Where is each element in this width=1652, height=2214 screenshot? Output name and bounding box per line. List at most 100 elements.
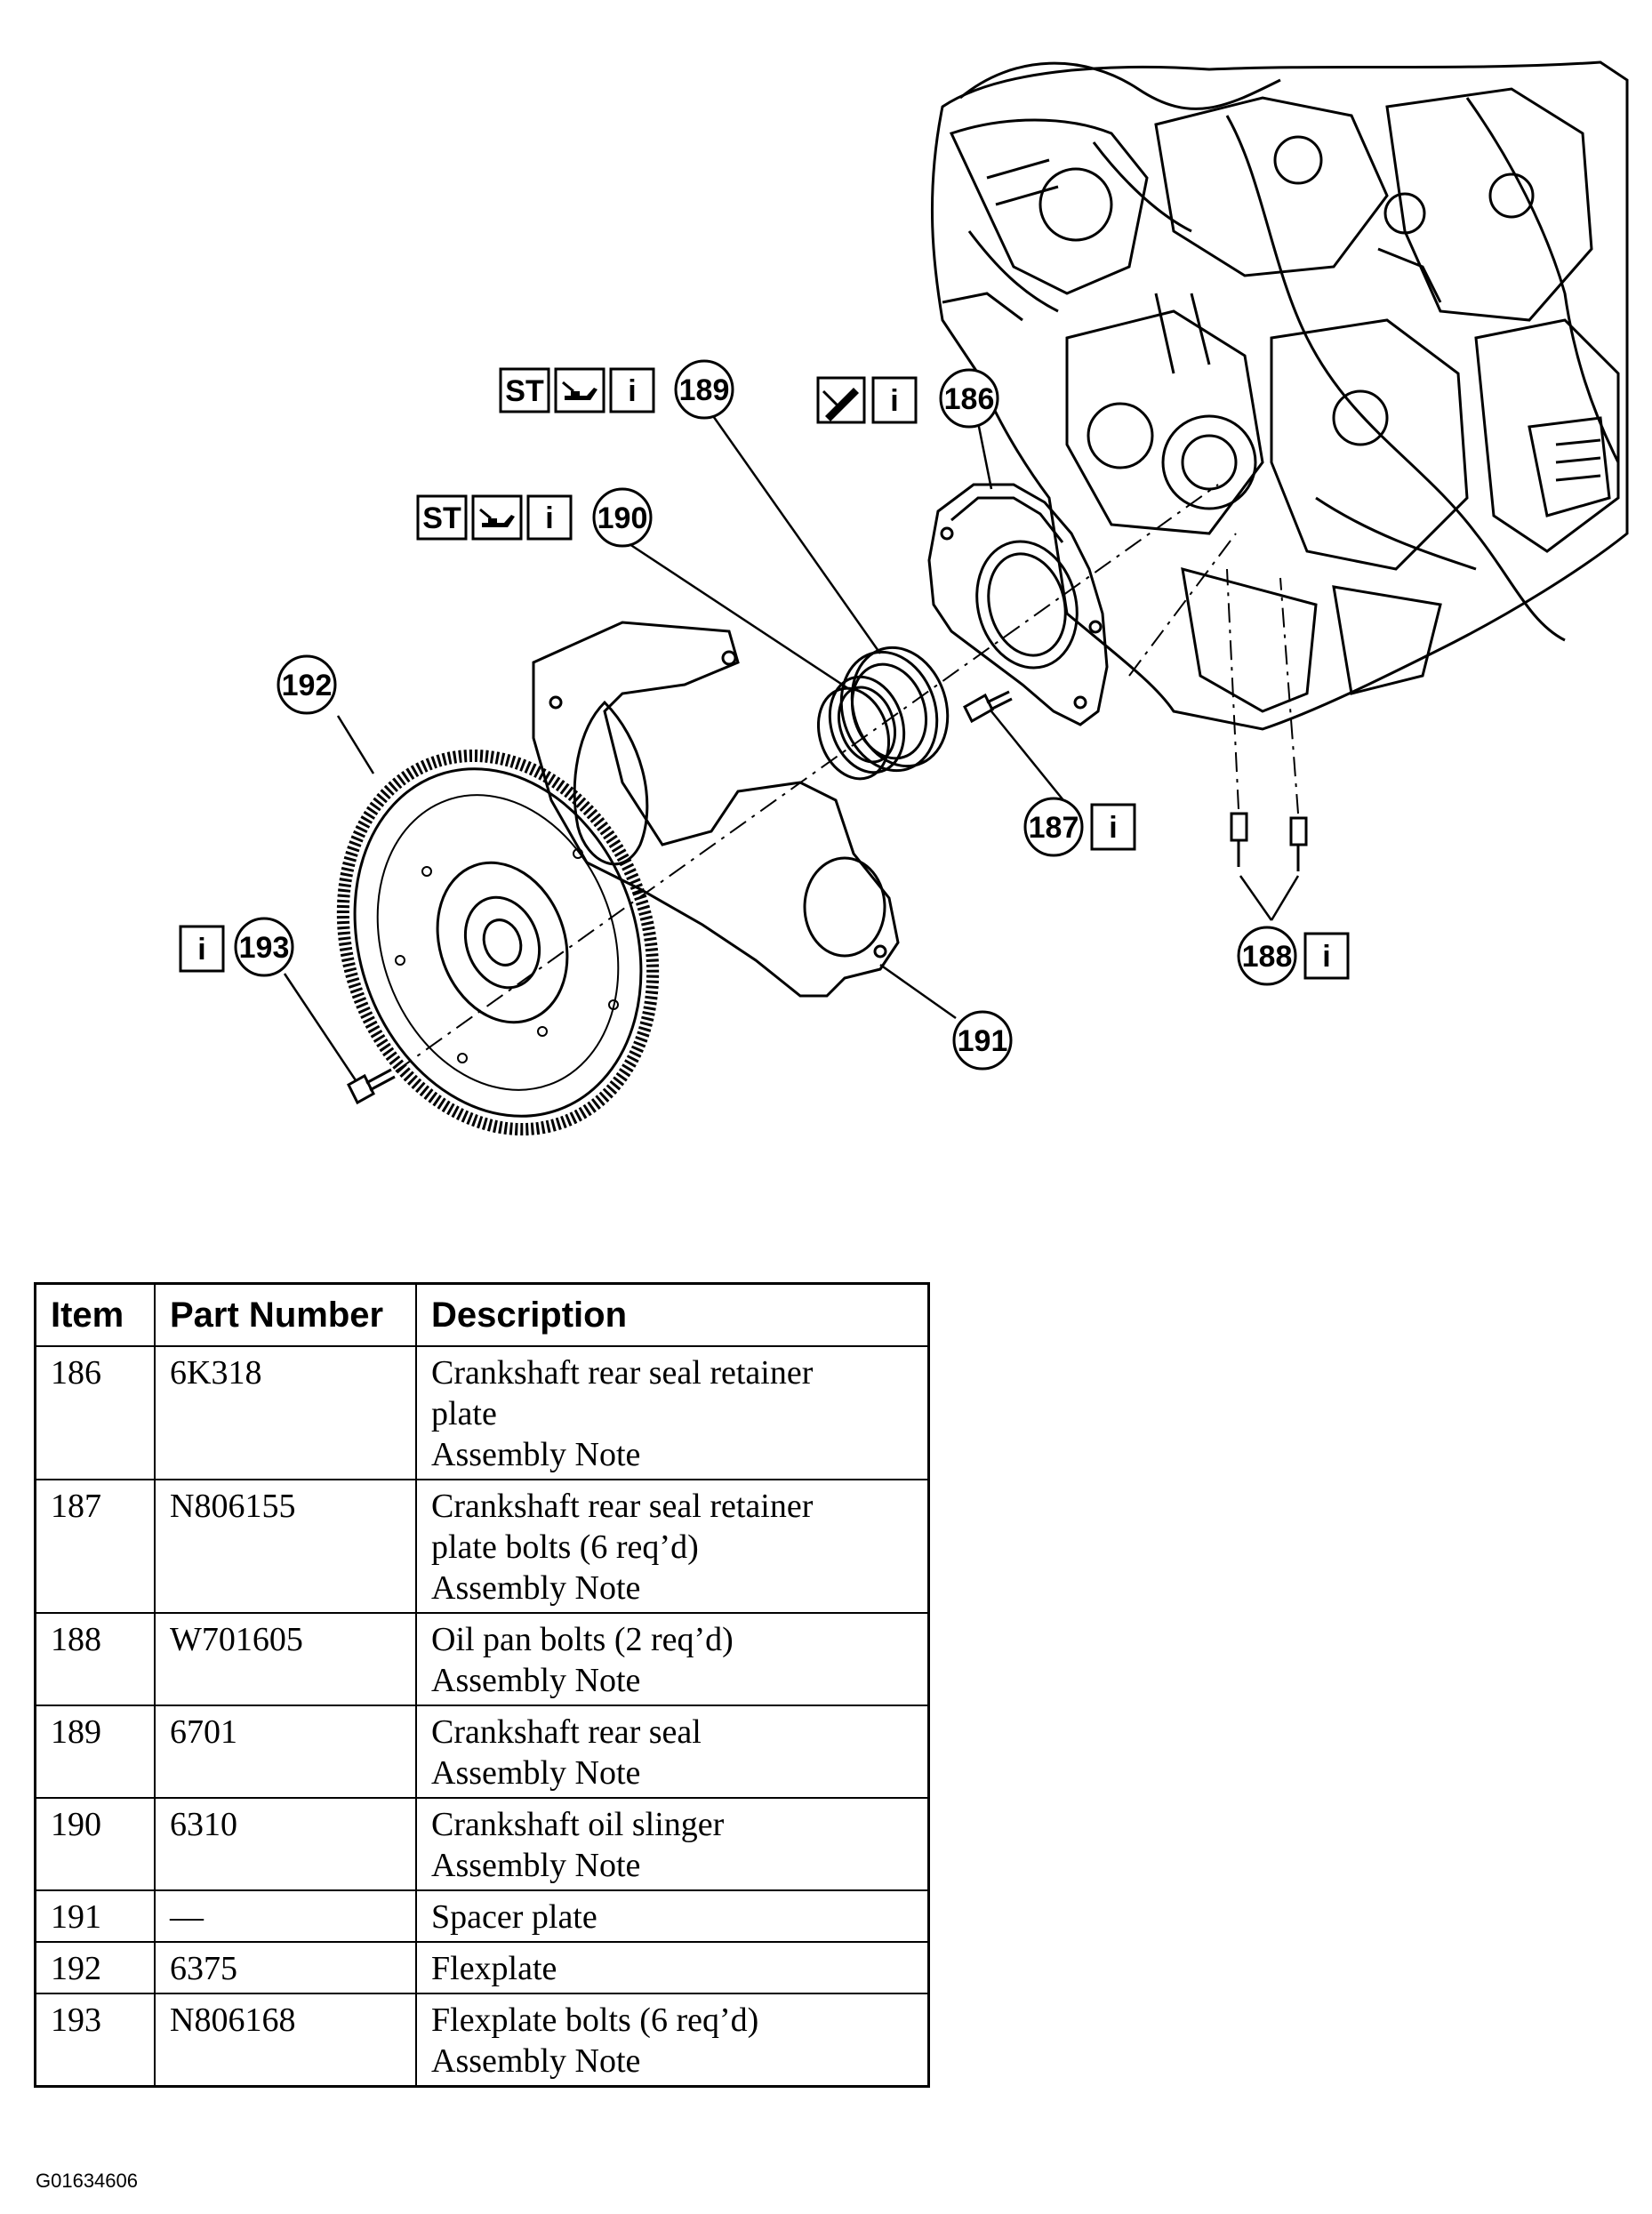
info-box: i bbox=[871, 376, 918, 424]
callout-number: 189 bbox=[679, 373, 730, 407]
callout-circle bbox=[939, 368, 999, 429]
item-cell: 191 bbox=[34, 1889, 156, 1943]
callout-circle bbox=[234, 917, 294, 977]
description-line: Assembly Note bbox=[431, 1569, 641, 1607]
info-label: i bbox=[628, 374, 636, 408]
item-cell: 190 bbox=[34, 1797, 156, 1891]
callout-number: 186 bbox=[944, 382, 995, 416]
table-row: 192 6375 Flexplate bbox=[34, 1941, 930, 1994]
callout-187: 187 i bbox=[1023, 797, 1136, 857]
description-line: plate bbox=[431, 1395, 497, 1432]
callout-189: ST i 189 bbox=[499, 359, 734, 420]
callout-number: 187 bbox=[1029, 811, 1079, 845]
description-line: Spacer plate bbox=[431, 1898, 597, 1936]
part-number-cell: 6310 bbox=[154, 1797, 417, 1891]
callout-number: 188 bbox=[1242, 940, 1293, 974]
info-box: i bbox=[1090, 803, 1136, 851]
special-tool-label: ST bbox=[422, 501, 461, 535]
info-label: i bbox=[545, 501, 553, 535]
description-line: Assembly Note bbox=[431, 1754, 641, 1792]
description-cell: Crankshaft rear seal retainer plate bolt… bbox=[415, 1479, 930, 1614]
item-cell: 189 bbox=[34, 1705, 156, 1799]
description-line: Assembly Note bbox=[431, 2042, 641, 2080]
oil-can-icon bbox=[554, 367, 605, 413]
callout-number: 192 bbox=[282, 669, 333, 702]
table-row: 188 W701605 Oil pan bolts (2 req’d) Asse… bbox=[34, 1612, 930, 1706]
callout-186: i 186 bbox=[816, 368, 999, 429]
parts-table: Item Part Number Description 186 6K318 C… bbox=[34, 1282, 930, 2088]
info-label: i bbox=[197, 933, 205, 967]
description-line: plate bolts (6 req’d) bbox=[431, 1528, 699, 1566]
leader-lines bbox=[283, 413, 1300, 1081]
description-line: Crankshaft rear seal retainer bbox=[431, 1354, 814, 1392]
part-number-cell: 6K318 bbox=[154, 1345, 417, 1480]
item-cell: 192 bbox=[34, 1941, 156, 1994]
info-box: i bbox=[1303, 932, 1350, 980]
table-row: 191 — Spacer plate bbox=[34, 1889, 930, 1943]
special-tool-box: ST bbox=[499, 367, 550, 413]
description-cell: Crankshaft oil slinger Assembly Note bbox=[415, 1797, 930, 1891]
callout-190: ST i 190 bbox=[416, 487, 653, 548]
item-cell: 188 bbox=[34, 1612, 156, 1706]
callout-number: 191 bbox=[958, 1024, 1008, 1058]
crankshaft-rear-seal bbox=[839, 646, 950, 773]
engine-block bbox=[930, 60, 1629, 731]
header-item: Item bbox=[34, 1282, 156, 1347]
table-row: 186 6K318 Crankshaft rear seal retainer … bbox=[34, 1345, 930, 1480]
description-line: Assembly Note bbox=[431, 1847, 641, 1884]
description-cell: Crankshaft rear seal Assembly Note bbox=[415, 1705, 930, 1799]
description-cell: Oil pan bolts (2 req’d) Assembly Note bbox=[415, 1612, 930, 1706]
description-line: Flexplate bbox=[431, 1950, 557, 1987]
callout-circle bbox=[592, 487, 653, 548]
info-box: i bbox=[179, 925, 225, 973]
part-number-cell: N806155 bbox=[154, 1479, 417, 1614]
figure-id: G01634606 bbox=[36, 2170, 138, 2192]
spacer-plate bbox=[532, 621, 900, 998]
table-row: 190 6310 Crankshaft oil slinger Assembly… bbox=[34, 1797, 930, 1891]
info-label: i bbox=[890, 384, 898, 418]
header-part-number: Part Number bbox=[154, 1282, 417, 1347]
table-row: 193 N806168 Flexplate bolts (6 req’d) As… bbox=[34, 1993, 930, 2088]
description-cell: Flexplate bolts (6 req’d) Assembly Note bbox=[415, 1993, 930, 2088]
description-line: Assembly Note bbox=[431, 1436, 641, 1473]
callout-circle bbox=[674, 359, 734, 420]
exploded-view-diagram: ST i 189 ST i 190 bbox=[179, 60, 1629, 1136]
part-number-cell: 6701 bbox=[154, 1705, 417, 1799]
description-cell: Spacer plate bbox=[415, 1889, 930, 1943]
callout-circle bbox=[1023, 797, 1084, 857]
special-tool-box: ST bbox=[416, 494, 468, 541]
callout-191: 191 bbox=[952, 1010, 1013, 1071]
description-line: Assembly Note bbox=[431, 1662, 641, 1699]
info-box: i bbox=[609, 367, 655, 413]
oil-can-icon bbox=[471, 494, 523, 541]
description-cell: Flexplate bbox=[415, 1941, 930, 1994]
info-label: i bbox=[1109, 811, 1117, 845]
description-line: Oil pan bolts (2 req’d) bbox=[431, 1621, 734, 1658]
table-row: 189 6701 Crankshaft rear seal Assembly N… bbox=[34, 1705, 930, 1799]
callout-number: 193 bbox=[239, 931, 290, 965]
rear-seal-retainer-plate bbox=[927, 483, 1109, 726]
retainer-bolt bbox=[963, 690, 1013, 724]
description-line: Crankshaft oil slinger bbox=[431, 1806, 725, 1843]
assembly-centerline bbox=[395, 484, 1299, 1072]
part-number-cell: — bbox=[154, 1889, 417, 1943]
part-number-cell: 6375 bbox=[154, 1941, 417, 1994]
table-row: 187 N806155 Crankshaft rear seal retaine… bbox=[34, 1479, 930, 1614]
callout-192: 192 bbox=[277, 654, 337, 715]
part-number-cell: W701605 bbox=[154, 1612, 417, 1706]
callout-circle bbox=[277, 654, 337, 715]
part-number-cell: N806168 bbox=[154, 1993, 417, 2088]
info-box: i bbox=[526, 494, 573, 541]
flexplate-bolt bbox=[347, 1068, 396, 1105]
callout-circle bbox=[952, 1010, 1013, 1071]
oil-pan-bolts bbox=[1230, 812, 1308, 871]
description-line: Crankshaft rear seal retainer bbox=[431, 1488, 814, 1525]
description-cell: Crankshaft rear seal retainer plate Asse… bbox=[415, 1345, 930, 1480]
item-cell: 186 bbox=[34, 1345, 156, 1480]
info-label: i bbox=[1322, 940, 1330, 974]
callout-188: 188 i bbox=[1237, 926, 1350, 986]
table-header-row: Item Part Number Description bbox=[34, 1282, 930, 1347]
callout-circle bbox=[1237, 926, 1297, 986]
description-line: Crankshaft rear seal bbox=[431, 1713, 702, 1751]
item-cell: 187 bbox=[34, 1479, 156, 1614]
